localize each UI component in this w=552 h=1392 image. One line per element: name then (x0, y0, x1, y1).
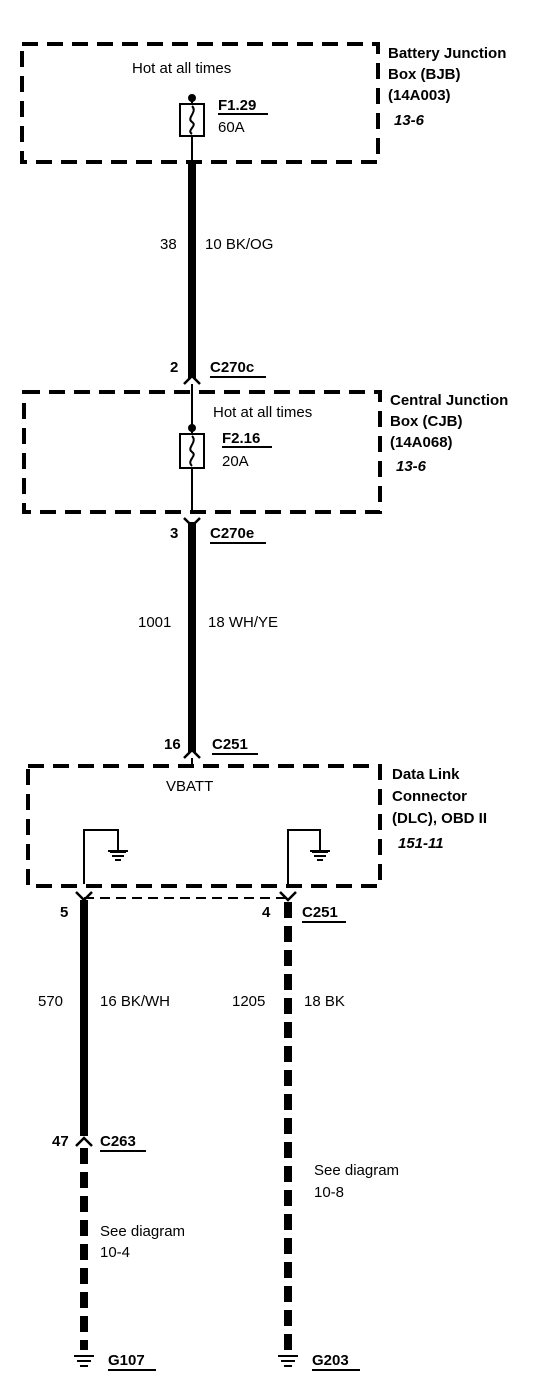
wire-570-spec: 16 BK/WH (100, 993, 170, 1010)
connector-c270c: 2 C270c (170, 359, 266, 385)
connector-c270c-pin: 2 (170, 359, 178, 376)
cjb-page-ref: 13-6 (396, 458, 427, 475)
bjb-outline (20, 42, 380, 164)
connector-c270e: 3 C270e (170, 517, 266, 544)
ground-g107: G107 (74, 1352, 156, 1371)
ground-g203: G203 (278, 1352, 360, 1371)
ground-icon (310, 850, 330, 861)
connector-c251-left-pin: 5 (60, 904, 68, 921)
data-link-connector: VBATT Data Link Connector (DLC), OBD II … (26, 758, 487, 888)
connector-c251-top-symbol (183, 748, 201, 759)
cjb-name-line2: Box (CJB) (390, 413, 463, 430)
ground-icon (108, 850, 128, 861)
connector-c251-right-pin: 4 (262, 904, 271, 921)
dlc-left-ground-link (83, 829, 119, 884)
wire-1205-spec: 18 BK (304, 993, 345, 1010)
connector-c270c-symbol (183, 374, 201, 385)
wire-1001-spec: 18 WH/YE (208, 614, 278, 631)
connector-c263-pin: 47 (52, 1133, 69, 1150)
wire-1205-circuit: 1205 (232, 993, 265, 1010)
dlc-name-line2: Connector (392, 788, 467, 805)
ground-g107-id: G107 (108, 1352, 145, 1369)
see-diagram-left-line1: See diagram (100, 1223, 185, 1240)
dlc-name-line1: Data Link (392, 766, 460, 783)
bjb-fuse-rating: 60A (218, 119, 245, 136)
connector-c263-id: C263 (100, 1133, 136, 1150)
battery-junction-box: Hot at all times F1.29 60A Battery Junct… (20, 42, 506, 164)
bjb-name-line2: Box (BJB) (388, 66, 461, 83)
dlc-vbatt-label: VBATT (166, 778, 213, 795)
connector-c251-right-symbol (279, 891, 297, 902)
wire-38-spec: 10 BK/OG (205, 236, 273, 253)
wire-1001-circuit: 1001 (138, 614, 171, 631)
bjb-part-number: (14A003) (388, 87, 451, 104)
connector-c263: 47 C263 (52, 1133, 146, 1152)
connector-c270c-id: C270c (210, 359, 254, 376)
dlc-right-ground-link (287, 829, 321, 884)
connector-c251-right: 4 C251 (262, 891, 346, 923)
ground-icon (74, 1355, 94, 1367)
wire-570-circuit: 570 (38, 993, 63, 1010)
central-junction-box: Hot at all times F2.16 20A Central Junct… (22, 384, 508, 514)
dlc-outline (26, 764, 382, 888)
fuse-icon (179, 96, 205, 142)
cjb-outline (22, 390, 382, 514)
bjb-fuse-id: F1.29 (218, 97, 256, 114)
cjb-name-line1: Central Junction (390, 392, 508, 409)
connector-c263-symbol (75, 1136, 93, 1147)
connector-c251-top: 16 C251 (164, 736, 258, 759)
bjb-page-ref: 13-6 (394, 112, 425, 129)
dlc-name-line3: (DLC), OBD II (392, 810, 487, 827)
see-diagram-left-line2: 10-4 (100, 1244, 130, 1261)
see-diagram-right-line1: See diagram (314, 1162, 399, 1179)
connector-c251-top-pin: 16 (164, 736, 181, 753)
bjb-splice-dot (188, 94, 196, 102)
bjb-hot-label: Hot at all times (132, 60, 231, 77)
cjb-hot-label: Hot at all times (213, 404, 312, 421)
see-diagram-right-line2: 10-8 (314, 1184, 344, 1201)
fuse-icon (179, 428, 205, 476)
cjb-fuse-rating: 20A (222, 453, 249, 470)
ground-icon (278, 1355, 298, 1367)
connector-c251-right-id: C251 (302, 904, 338, 921)
ground-g203-id: G203 (312, 1352, 349, 1369)
dlc-page-ref: 151-11 (398, 835, 444, 852)
connector-c251-top-id: C251 (212, 736, 248, 753)
wire-38-circuit: 38 (160, 236, 177, 253)
bjb-name-line1: Battery Junction (388, 45, 506, 62)
connector-c270e-id: C270e (210, 525, 254, 542)
cjb-part-number: (14A068) (390, 434, 453, 451)
connector-c270e-pin: 3 (170, 525, 178, 542)
cjb-fuse-id: F2.16 (222, 430, 260, 447)
